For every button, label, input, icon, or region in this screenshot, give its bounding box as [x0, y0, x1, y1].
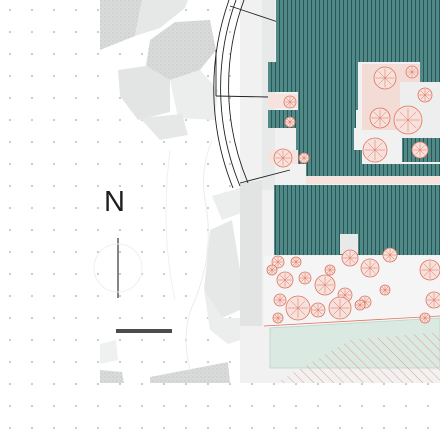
tree-symbol-icon — [324, 264, 336, 276]
tree-symbol-icon — [425, 291, 440, 309]
tree-symbol-icon — [272, 312, 284, 324]
tree-symbol-icon — [284, 116, 296, 128]
tree-symbol-icon — [328, 296, 352, 320]
north-arrow-label: N — [104, 186, 125, 218]
tree-symbol-icon — [273, 148, 293, 168]
tree-symbol-icon — [379, 284, 391, 296]
tree-symbol-icon — [411, 141, 429, 159]
tree-symbol-icon — [273, 293, 287, 307]
tree-symbol-icon — [266, 264, 278, 276]
tree-symbol-icon — [271, 255, 285, 269]
tree-symbol-icon — [362, 137, 388, 163]
trees — [266, 65, 440, 324]
scale-bar-icon — [116, 329, 172, 333]
tree-symbol-icon — [290, 256, 302, 268]
tree-symbol-icon — [360, 258, 380, 278]
tree-symbol-icon — [373, 66, 397, 90]
tree-symbol-icon — [298, 152, 310, 164]
landscape-south — [263, 256, 440, 383]
tree-symbol-icon — [417, 87, 433, 103]
tree-symbol-icon — [393, 105, 423, 135]
tree-symbol-icon — [298, 271, 312, 285]
tree-symbol-icon — [341, 249, 359, 267]
tree-symbol-icon — [382, 247, 398, 263]
tree-symbol-icon — [405, 65, 419, 79]
tree-symbol-icon — [314, 274, 336, 296]
building-roofs — [268, 0, 440, 255]
tree-symbol-icon — [419, 312, 431, 324]
north-arrow-icon — [93, 238, 143, 298]
tree-symbol-icon — [283, 95, 297, 109]
tree-symbol-icon — [310, 302, 326, 318]
tree-symbol-icon — [285, 295, 311, 321]
curved-walkway — [213, 0, 291, 189]
context-massing — [100, 0, 244, 383]
tree-symbol-icon — [369, 107, 391, 129]
tree-symbol-icon — [276, 271, 294, 289]
tree-symbol-icon — [354, 299, 366, 311]
tree-symbol-icon — [419, 259, 440, 281]
